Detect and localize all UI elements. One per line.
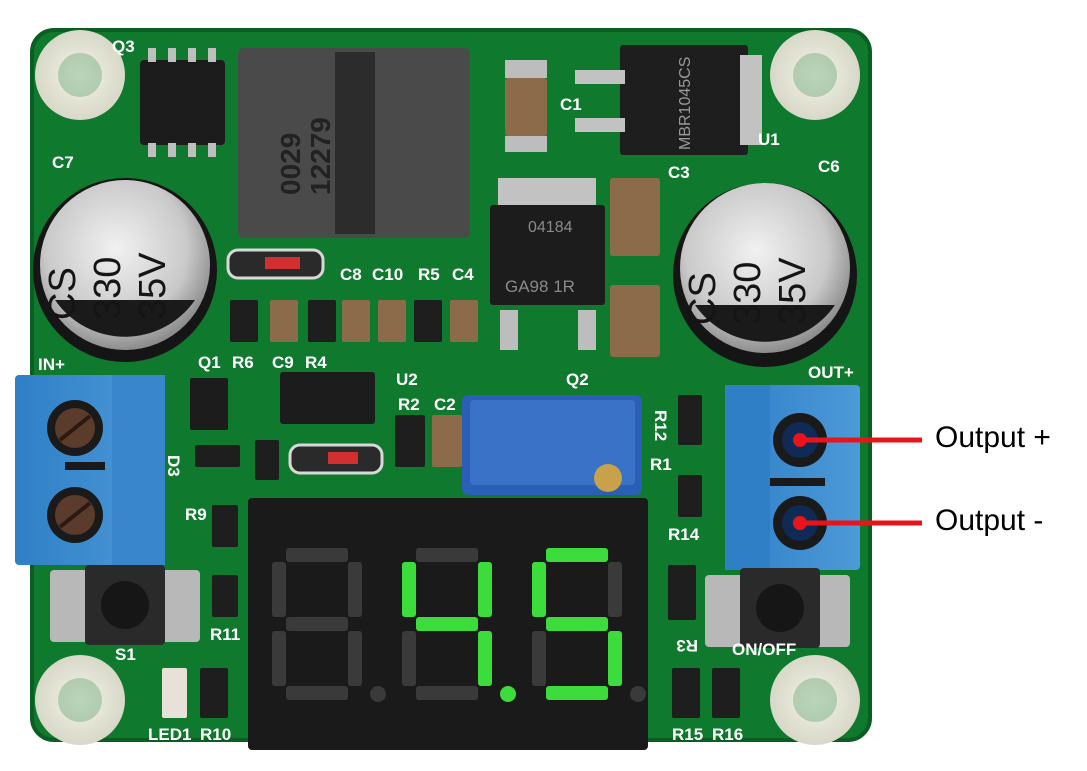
digit-0-segment-e	[272, 631, 286, 686]
digit-1-segment-f	[402, 562, 416, 617]
cap-right-text-2: 330	[727, 262, 769, 325]
label-out-plus: OUT+	[808, 363, 854, 382]
capacitor-c6: CS 330 35V	[673, 183, 857, 367]
chip-code-2: GA98 1R	[505, 277, 575, 296]
diode-u1: MBR1045CS	[575, 45, 762, 155]
cap-left-text-2: 330	[87, 257, 129, 320]
digit-0-segment-d	[286, 686, 348, 700]
digit-2-segment-d	[546, 686, 608, 700]
input-terminal-block	[15, 375, 165, 565]
callout-output-plus: Output +	[935, 421, 1051, 454]
ic-u2	[280, 372, 375, 424]
digit-2-segment-c	[608, 631, 622, 686]
label-r4: R4	[305, 353, 327, 372]
potentiometer	[462, 395, 642, 495]
digit-1-segment-g	[416, 617, 478, 631]
digit-2-segment-f	[532, 562, 546, 617]
output-terminal-block	[725, 385, 860, 570]
label-c1: C1	[560, 95, 582, 114]
standoff-bottom-right	[770, 655, 860, 745]
label-q3: Q3	[112, 37, 135, 56]
label-r2: R2	[398, 395, 420, 414]
digit-1-segment-a	[416, 548, 478, 562]
digit-0-segment-f	[272, 562, 286, 617]
standoff-bottom-left	[35, 655, 125, 745]
label-onoff: ON/OFF	[732, 640, 796, 659]
standoff-top-left	[35, 30, 125, 120]
label-led1: LED1	[148, 725, 191, 744]
callout-output-minus-line	[793, 516, 922, 530]
label-c6: C6	[818, 157, 840, 176]
label-r5: R5	[418, 265, 440, 284]
label-c2: C2	[434, 395, 456, 414]
label-r16: R16	[712, 725, 743, 744]
label-r3: R3	[676, 636, 698, 655]
transistor-q1	[190, 378, 228, 430]
label-u1: U1	[758, 130, 780, 149]
callout-output-plus-line	[793, 433, 922, 447]
label-c8: C8	[340, 265, 362, 284]
label-d3: D3	[164, 455, 183, 477]
standoff-top-right	[770, 30, 860, 120]
digit-0-segment-a	[286, 548, 348, 562]
button-s1	[50, 565, 200, 645]
inductor-code-2: 12279	[305, 117, 336, 195]
label-c9: C9	[272, 353, 294, 372]
digit-2-segment-g	[546, 617, 608, 631]
capacitor-c7: CS 330 35V	[33, 178, 217, 362]
label-r10: R10	[200, 725, 231, 744]
u1-marking: MBR1045CS	[677, 57, 694, 150]
digit-0-segment-g	[286, 617, 348, 631]
cap-left-text-3: 35V	[132, 252, 174, 320]
label-q2: Q2	[566, 370, 589, 389]
capacitor-c1	[505, 78, 547, 136]
label-q1: Q1	[198, 353, 221, 372]
capacitor-c3	[610, 178, 660, 256]
digit-2-decimal-point	[630, 686, 646, 702]
digit-1-segment-d	[416, 686, 478, 700]
ic-controller: 04184 GA98 1R	[490, 178, 605, 350]
label-r9: R9	[185, 505, 207, 524]
chip-code-1: 04184	[528, 219, 573, 236]
label-r6: R6	[232, 353, 254, 372]
digit-0-segment-c	[348, 631, 362, 686]
smd-row-1	[230, 300, 478, 342]
cap-right-text-3: 35V	[772, 257, 814, 325]
label-c3: C3	[668, 163, 690, 182]
label-c4: C4	[452, 265, 474, 284]
label-c10: C10	[372, 265, 403, 284]
label-in-plus: IN+	[38, 355, 65, 374]
digit-1-segment-c	[478, 631, 492, 686]
led1	[162, 668, 187, 718]
label-c7: C7	[52, 153, 74, 172]
digit-0-segment-b	[348, 562, 362, 617]
seven-segment-display	[248, 498, 648, 750]
label-s1: S1	[115, 645, 136, 664]
digit-0-decimal-point	[370, 686, 386, 702]
inductor-code-1: 0029	[275, 133, 306, 195]
button-onoff	[705, 568, 850, 648]
ic-q3	[140, 60, 225, 145]
label-r14: R14	[668, 525, 700, 544]
label-r11: R11	[210, 625, 240, 644]
digit-2-segment-a	[546, 548, 608, 562]
callout-output-minus: Output -	[935, 504, 1044, 537]
digit-1-segment-e	[402, 631, 416, 686]
label-r15: R15	[672, 725, 703, 744]
label-r12: R12	[651, 410, 670, 441]
digit-2-segment-b	[608, 562, 622, 617]
label-u2: U2	[396, 370, 418, 389]
digit-1-segment-b	[478, 562, 492, 617]
label-r1: R1	[650, 455, 672, 474]
digit-2-segment-e	[532, 631, 546, 686]
inductor: 0029 12279	[238, 48, 470, 238]
cap-left-text-1: CS	[42, 267, 84, 320]
digit-1-decimal-point	[500, 686, 516, 702]
cap-right-text-1: CS	[682, 272, 724, 325]
